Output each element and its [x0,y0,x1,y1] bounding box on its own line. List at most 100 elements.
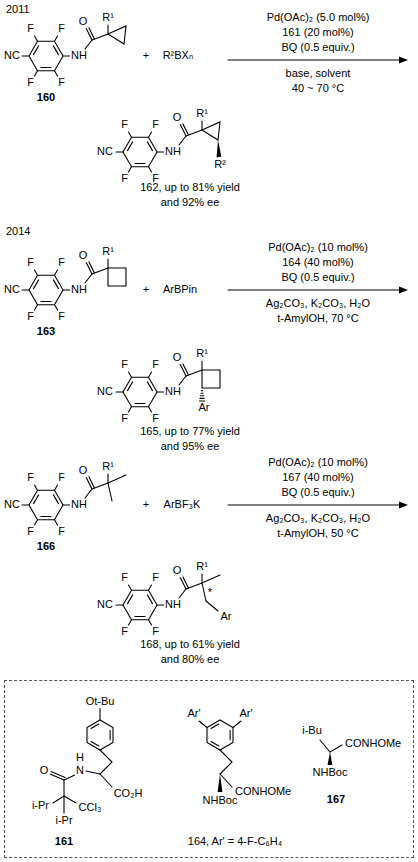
ligand-label: CCl₃ [78,802,103,814]
bond [34,495,39,504]
structure-label: F [151,626,160,638]
structure-label: and 80% ee [160,654,221,666]
bond [91,724,99,728]
bond [182,123,188,135]
bond [200,395,203,396]
bond [108,475,126,483]
bond [147,382,152,391]
structure-label: Ag₂CO₃, K₂CO₃, H₂O [265,513,371,525]
structure-label: F [26,526,35,538]
structure-label: O [172,352,183,364]
structure-label: R¹ [195,348,209,360]
ligand-label: 167 [326,794,346,806]
structure-label: + [142,284,150,296]
bond [107,474,108,483]
structure-label: O [172,112,183,124]
benzene-ring [123,377,157,406]
reaction-arrowhead [399,287,408,294]
benzene-ring [29,275,63,304]
bond [53,280,58,289]
structure-label: t-AmylOH, 70 °C [276,313,359,325]
bond [88,261,94,273]
bond [179,136,186,145]
benzene-ring [207,720,233,750]
benzene-ring [123,590,157,619]
structure-label: NH [70,499,88,511]
bond [149,620,152,625]
structure-label: + [142,50,150,62]
bond [116,391,123,392]
structure-label: Ar [220,611,233,623]
bond [129,620,132,625]
bond [330,745,342,752]
structure-label: O [172,565,183,577]
structure-label: R¹ [195,108,209,120]
structure-label: and 92% ee [160,197,221,209]
bond [180,577,186,589]
structure-label: t-AmylOH, 50 °C [276,528,359,540]
bond [50,774,64,780]
bond [179,589,186,598]
bond [206,601,218,611]
structure-label: and 95% ee [160,441,221,453]
structure-label: R² [213,159,227,171]
bond [35,305,38,310]
bond [35,71,38,76]
structure-label: NH [164,599,182,611]
bond [53,495,58,504]
bond [201,390,202,391]
ligand-label: O [39,765,50,777]
bond [100,774,112,787]
bond [91,742,99,746]
bond [55,305,58,310]
bond [211,724,219,728]
structure-label: R²BXₙ [162,50,195,62]
bond [202,575,220,583]
structure-label: 164 (40 mol%) [281,257,355,269]
bond [186,130,202,136]
bond [86,262,92,274]
bond [149,167,152,172]
bond [55,520,58,525]
structure-label: 160 [36,92,56,104]
ligand-label: 164, Ar' = 4-F-C₆H₄ [187,836,283,848]
bond [35,485,38,490]
structure-label: F [26,472,35,484]
structure-label: Ar [198,402,211,414]
bond [108,483,112,501]
structure-label: F [26,23,35,35]
structure-label: F [26,257,35,269]
structure-label: NC [3,499,21,511]
bond [108,26,126,44]
bond [86,28,92,40]
bond [116,151,123,152]
ligand-label: Ot-Bu [85,696,116,708]
structure-label: NH [70,284,88,296]
structure-label: 168, up to 61% yield [139,639,241,651]
structure-label: Pd(OAc)₂ (10 mol%) [267,242,369,254]
bond [201,393,203,394]
bond [108,268,126,286]
bond [99,708,100,720]
bond [92,268,108,274]
structure-label: NC [3,284,21,296]
bond [180,364,186,376]
bond [85,274,92,283]
bond [55,36,58,41]
bond [220,750,232,774]
structure-label: Pd(OAc)₂ (10 mol%) [267,457,369,469]
bond [129,372,132,377]
structure-label: 161 (20 mol%) [281,27,355,39]
benzene-ring [123,137,157,166]
structure-label: F [57,23,66,35]
structure-label: 2014 [5,226,31,238]
structure-label: F [57,472,66,484]
bond [320,740,330,752]
bond [22,289,29,290]
bond [228,59,402,60]
structure-label: 40 ~ 70 °C [291,83,345,95]
structure-label: F [26,77,35,89]
bond [129,585,132,590]
bond [228,504,402,505]
structure-label: 166 [36,541,56,553]
